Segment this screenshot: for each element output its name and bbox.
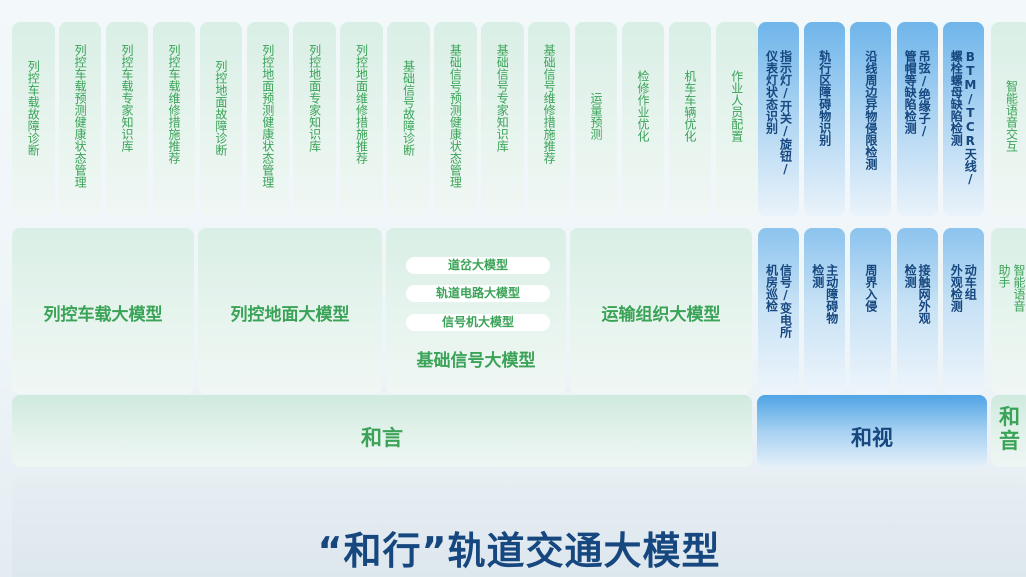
- model-card-transport: 运输组织大模型: [570, 228, 752, 394]
- model-title-ground: 列控地面大模型: [230, 305, 350, 325]
- vision-app-label: 吊弦/绝缘子/: [917, 50, 932, 138]
- vision-model-card: 动车组外观检测: [942, 228, 984, 394]
- app-card: 列控地面故障诊断: [199, 22, 243, 216]
- vision-model-label: 检测: [810, 264, 825, 288]
- vision-model-card: 接触网外观检测: [896, 228, 938, 394]
- model-title-signal: 基础信号大模型: [416, 351, 536, 371]
- app-card: 列控地面专家知识库: [293, 22, 336, 216]
- band-title-heyin: 和音: [999, 405, 1020, 453]
- vision-app-card: 沿线周边异物侵限检测: [850, 22, 892, 216]
- vision-model-label: 接触网外观: [917, 264, 932, 324]
- vision-app-card: BTM/TCR天线/螺栓螺母缺陷检测: [942, 22, 984, 216]
- band-title-heshi: 和视: [851, 426, 893, 450]
- pill-signal-machine-model: 信号机大模型: [406, 314, 550, 331]
- model-card-signal: 道岔大模型 轨道电路大模型 信号机大模型 基础信号大模型: [386, 228, 566, 394]
- vision-app-label: 螺栓螺母缺陷检测: [949, 50, 964, 146]
- app-card: 列控车载维修措施推荐: [152, 22, 196, 216]
- vision-model-label: 动车组: [963, 264, 978, 300]
- app-label: 列控车载维修措施推荐: [166, 44, 181, 164]
- app-card: 检修作业优化: [621, 22, 665, 216]
- app-card: 机车车辆优化: [668, 22, 712, 216]
- app-card: 基础信号维修措施推荐: [527, 22, 571, 216]
- app-card: 作业人员配置: [715, 22, 758, 216]
- app-card: 列控车载专家知识库: [105, 22, 149, 216]
- foundation-title: “和行”轨道交通大模型: [317, 529, 721, 573]
- model-card-ground: 列控地面大模型: [198, 228, 382, 394]
- pill-turnout-model: 道岔大模型: [406, 257, 550, 274]
- vision-app-label: 管帽等缺陷检测: [903, 50, 918, 134]
- app-label: 列控地面预测健康状态管理: [260, 44, 275, 188]
- vision-model-label: 信号/变电所: [778, 264, 793, 338]
- app-card-voice: 智能语音交互: [991, 22, 1026, 216]
- band-heyin: 和音: [991, 395, 1026, 467]
- vision-app-card: 轨行区障碍物识别: [804, 22, 846, 216]
- app-card: 列控车载故障诊断: [12, 22, 55, 216]
- band-heshi: 和视: [757, 395, 987, 467]
- app-label: 列控车载预测健康状态管理: [73, 44, 88, 188]
- app-label: 基础信号预测健康状态管理: [448, 44, 463, 188]
- vision-model-label: 主动障碍物: [824, 264, 839, 324]
- vision-app-card: 吊弦/绝缘子/管帽等缺陷检测: [896, 22, 938, 216]
- app-card: 基础信号专家知识库: [481, 22, 524, 216]
- model-title-onboard: 列控车载大模型: [43, 305, 163, 325]
- app-card: 列控地面预测健康状态管理: [246, 22, 289, 216]
- app-label: 智能语音交互: [1004, 80, 1019, 152]
- vision-model-card: 主动障碍物检测: [804, 228, 846, 394]
- app-label: 列控地面故障诊断: [213, 60, 228, 156]
- app-label: 机车车辆优化: [682, 70, 697, 142]
- app-label: 列控地面专家知识库: [307, 44, 322, 152]
- app-card: 基础信号预测健康状态管理: [434, 22, 477, 216]
- model-card-voice: 助手 智能语音: [991, 228, 1026, 394]
- band-heyan: 和言: [12, 395, 752, 467]
- foundation-panel: “和行”轨道交通大模型: [12, 475, 1026, 577]
- pill-track-circuit-model: 轨道电路大模型: [406, 285, 550, 302]
- model-title-transport: 运输组织大模型: [601, 305, 721, 325]
- app-label: 基础信号专家知识库: [495, 44, 510, 152]
- vision-model-label: 检测: [903, 264, 918, 288]
- vision-app-label: 轨行区障碍物识别: [817, 50, 832, 146]
- model-label-voice-1: 助手: [997, 264, 1011, 288]
- app-label: 基础信号故障诊断: [401, 60, 416, 156]
- vision-model-label: 外观检测: [949, 264, 964, 312]
- app-label: 运量预测: [589, 92, 604, 140]
- app-card: 基础信号故障诊断: [387, 22, 430, 216]
- vision-model-card: 周界入侵: [850, 228, 892, 394]
- vision-model-label: 周界入侵: [863, 264, 878, 312]
- app-label: 作业人员配置: [729, 70, 744, 142]
- model-label-voice-0: 智能语音: [1012, 264, 1026, 312]
- app-card: 运量预测: [574, 22, 618, 216]
- app-label: 基础信号维修措施推荐: [542, 44, 557, 164]
- vision-model-card: 信号/变电所机房巡检: [758, 228, 799, 394]
- app-label: 列控地面维修措施推荐: [354, 44, 369, 164]
- vision-app-label: 仪表灯状态识别: [764, 50, 779, 134]
- app-label: 列控车载故障诊断: [26, 60, 41, 156]
- model-card-onboard: 列控车载大模型: [12, 228, 194, 394]
- band-title-heyan: 和言: [361, 426, 403, 450]
- app-card: 列控车载预测健康状态管理: [58, 22, 102, 216]
- vision-app-label: BTM/TCR天线/: [963, 50, 978, 186]
- vision-model-label: 机房巡检: [764, 264, 779, 312]
- vision-app-label: 指示灯/开关/旋钮/: [778, 50, 793, 176]
- vision-app-card: 指示灯/开关/旋钮/仪表灯状态识别: [758, 22, 799, 216]
- app-label: 列控车载专家知识库: [120, 44, 135, 152]
- app-card: 列控地面维修措施推荐: [340, 22, 383, 216]
- vision-app-label: 沿线周边异物侵限检测: [863, 50, 878, 170]
- app-label: 检修作业优化: [635, 70, 650, 142]
